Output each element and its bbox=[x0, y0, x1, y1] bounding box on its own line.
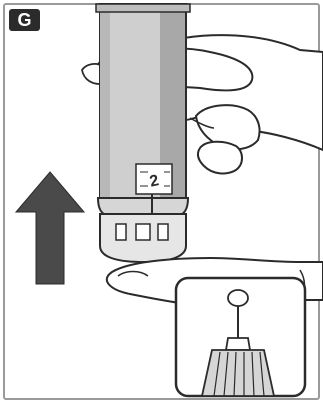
step-badge: G bbox=[9, 9, 40, 31]
liquid-drop bbox=[228, 290, 248, 306]
needle-inset-icon bbox=[176, 278, 305, 396]
injection-pen: 2 bbox=[96, 4, 190, 262]
